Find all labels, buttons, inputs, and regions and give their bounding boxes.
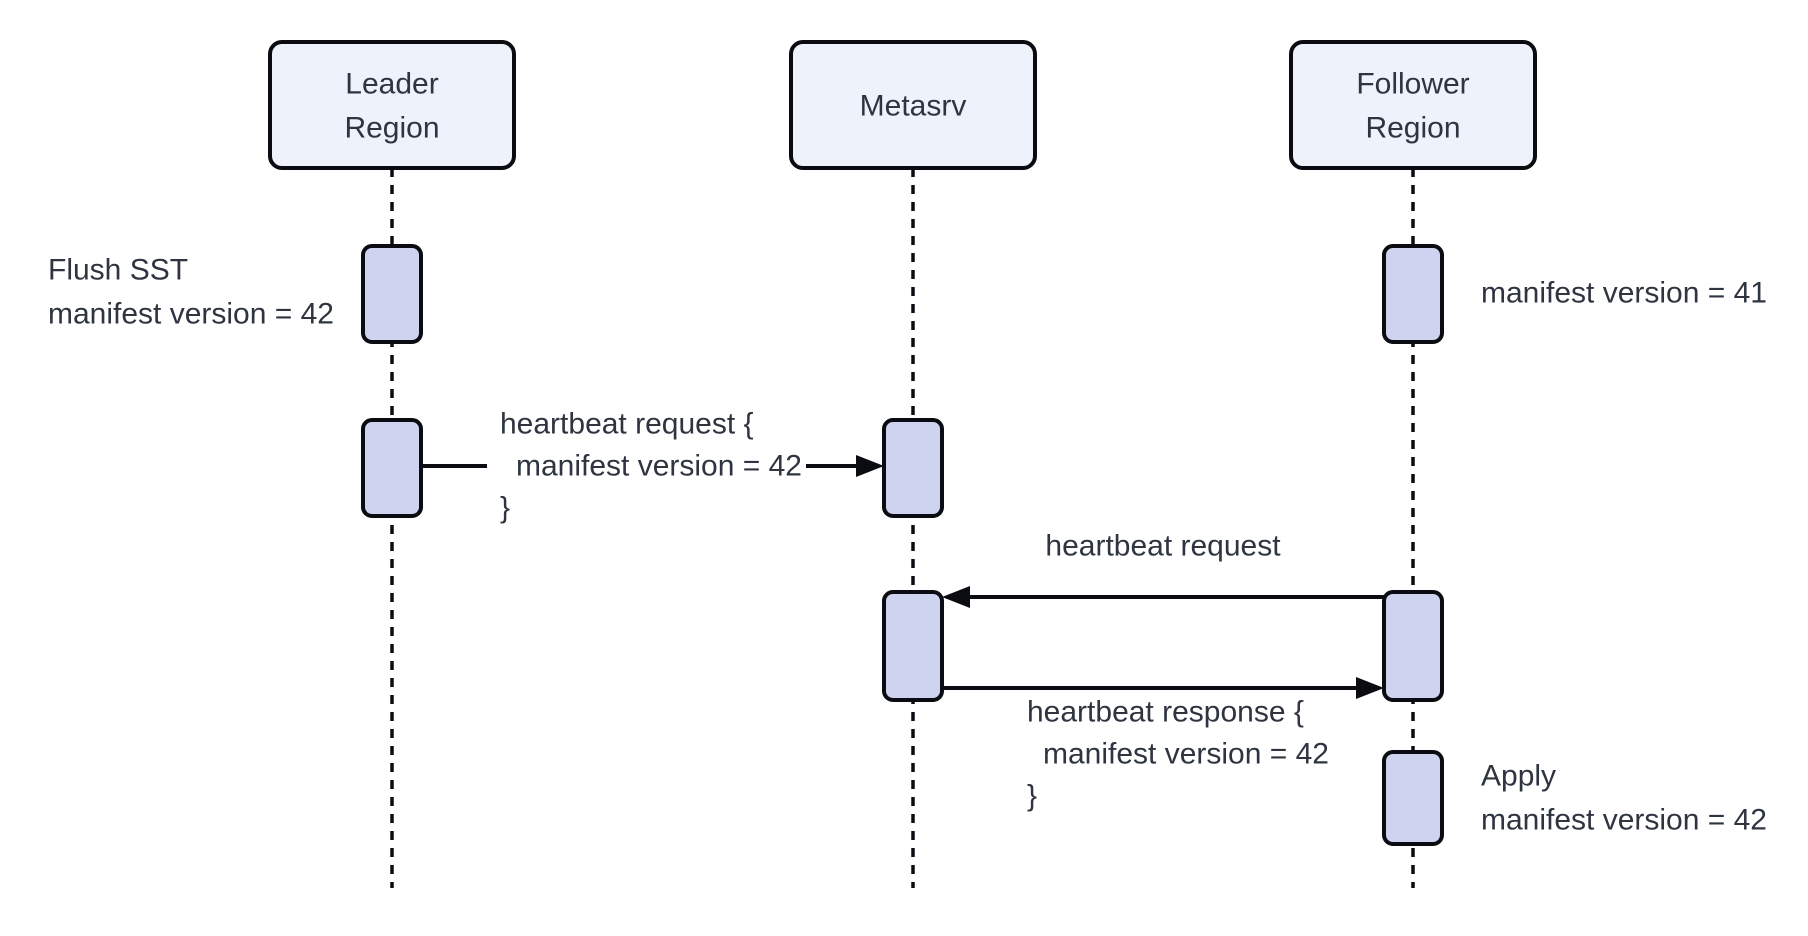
message-label-line: manifest version = 42 xyxy=(1043,738,1329,771)
arrowhead-left-icon xyxy=(942,586,970,608)
participant-leader-region: Leader Region xyxy=(268,40,516,170)
participant-box-follower-region xyxy=(1289,40,1537,170)
participant-box-metasrv xyxy=(789,40,1037,170)
note-line: Apply xyxy=(1481,760,1556,793)
message-label-line: heartbeat response { xyxy=(1027,696,1304,729)
message-label-line: heartbeat request { xyxy=(500,408,754,441)
participant-follower-region: Follower Region xyxy=(1289,40,1537,170)
note-line: manifest version = 42 xyxy=(48,298,334,331)
participant-label: Leader xyxy=(345,68,438,101)
note-flush-sst: Flush SST manifest version = 42 xyxy=(48,254,334,331)
note-line: Flush SST xyxy=(48,254,188,287)
note-follower-manifest-v41: manifest version = 41 xyxy=(1481,277,1767,310)
activation-leader-heartbeat xyxy=(361,418,423,518)
message-label-line: manifest version = 42 xyxy=(516,450,802,483)
activation-metasrv-sync xyxy=(882,590,944,702)
activation-leader-flush xyxy=(361,244,423,344)
message-follower-heartbeat-response: heartbeat response { manifest version = … xyxy=(942,677,1384,813)
activation-metasrv-receive xyxy=(882,418,944,518)
arrowhead-right-icon xyxy=(856,455,884,477)
participant-box-leader-region xyxy=(268,40,516,170)
participant-metasrv: Metasrv xyxy=(789,40,1037,170)
message-label-line: } xyxy=(1027,780,1037,813)
note-apply: Apply manifest version = 42 xyxy=(1481,760,1767,837)
activation-follower-sync xyxy=(1382,590,1444,702)
activation-follower-apply xyxy=(1382,750,1444,846)
participant-label: Follower xyxy=(1356,68,1469,101)
note-line: manifest version = 42 xyxy=(1481,804,1767,837)
arrowhead-right-icon xyxy=(1356,677,1384,699)
message-follower-heartbeat-request: heartbeat request xyxy=(942,530,1384,608)
participant-label: Metasrv xyxy=(860,90,967,123)
message-label-line: } xyxy=(500,492,510,525)
participant-label: Region xyxy=(1365,112,1460,145)
message-leader-heartbeat-request: heartbeat request { manifest version = 4… xyxy=(421,408,884,525)
activation-follower-v41 xyxy=(1382,244,1444,344)
participant-label: Region xyxy=(344,112,439,145)
message-label: heartbeat request xyxy=(1045,530,1281,563)
